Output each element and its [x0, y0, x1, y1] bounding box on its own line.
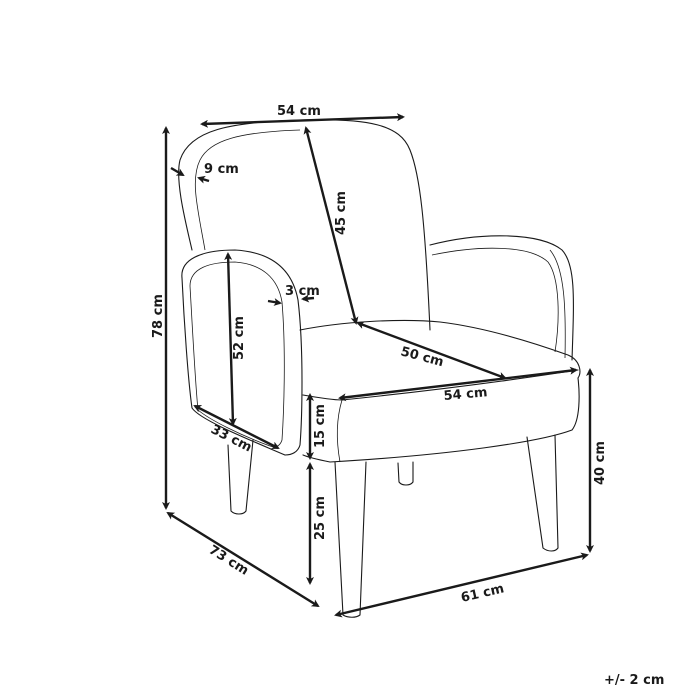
dim-frame-right-arrow — [197, 175, 210, 184]
dim-backrest-width — [200, 113, 405, 128]
label-armrest-thickness: 3 cm — [285, 284, 320, 299]
label-total-width: 61 cm — [460, 581, 506, 605]
dim-seat-depth — [356, 321, 507, 380]
label-seat-cushion-height: 15 cm — [313, 404, 328, 448]
label-seat-height: 40 cm — [593, 441, 608, 485]
label-backrest-width: 54 cm — [277, 104, 321, 119]
dim-frame-left-arrow — [170, 166, 185, 177]
label-total-height: 78 cm — [151, 294, 166, 338]
label-seat-width: 54 cm — [443, 385, 488, 404]
dim-armrest-thickness-left — [267, 298, 282, 306]
dim-backrest-height — [303, 126, 359, 325]
dim-total-depth — [166, 511, 320, 608]
right-armrest-outline — [429, 235, 574, 361]
seat-outline — [299, 319, 581, 463]
tolerance-note: +/- 2 cm — [604, 673, 664, 688]
dim-armrest-thickness-right — [301, 294, 315, 303]
label-armrest-height: 52 cm — [232, 316, 247, 360]
label-frame-thickness: 9 cm — [204, 162, 239, 177]
label-total-depth: 73 cm — [206, 543, 251, 579]
label-leg-height: 25 cm — [313, 496, 328, 540]
dimension-lines — [162, 113, 594, 618]
dim-seat-width — [338, 366, 578, 402]
label-armrest-depth: 33 cm — [208, 422, 254, 455]
dim-armrest-depth — [193, 404, 280, 450]
dimension-labels: 54 cm 9 cm 45 cm 78 cm 3 cm 52 cm 33 cm … — [151, 104, 664, 688]
label-backrest-height: 45 cm — [334, 191, 349, 235]
dim-total-width — [334, 552, 589, 618]
dim-armrest-height — [224, 252, 237, 426]
legs — [227, 434, 559, 618]
